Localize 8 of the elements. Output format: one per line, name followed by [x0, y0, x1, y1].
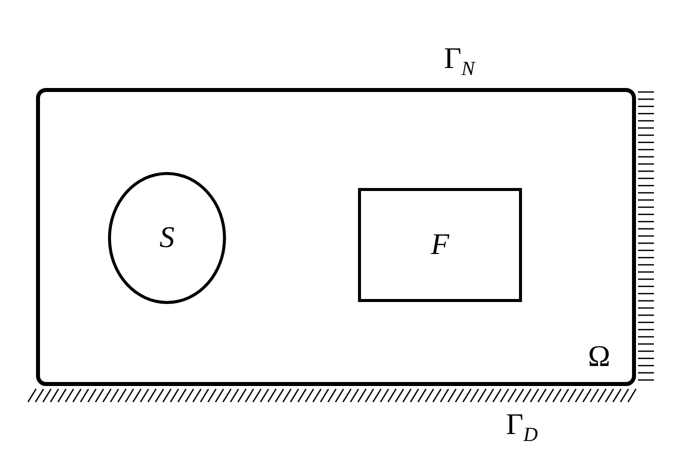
boundary-label: Γ$_{N}$ [444, 44, 475, 79]
boundary-label: Γ$_{D}$ [506, 410, 538, 445]
domain-box [36, 88, 636, 386]
region-label: F [430, 230, 450, 260]
region-label: Ω [588, 342, 610, 372]
region-label: S [160, 223, 174, 253]
circle-region [108, 172, 226, 304]
rectangle-region [358, 188, 522, 302]
